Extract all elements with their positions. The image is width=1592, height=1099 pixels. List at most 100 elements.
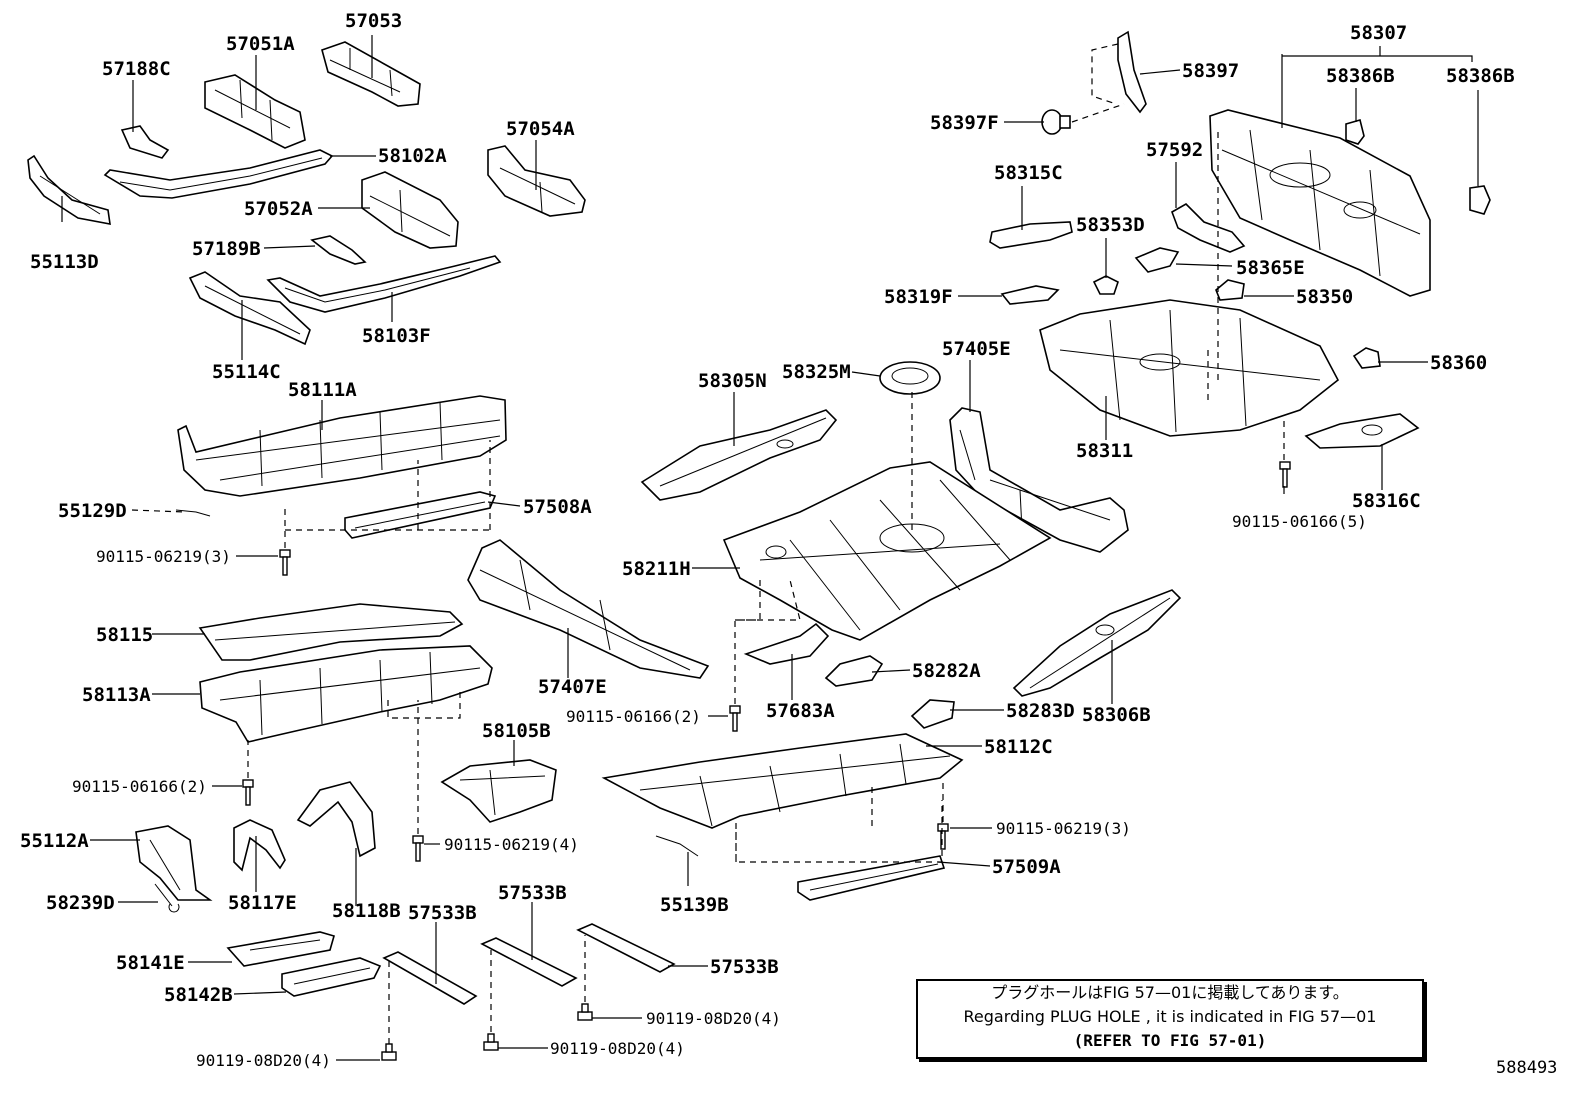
part-57533B-right [576,923,676,973]
fastener-label[interactable]: 90115-06166(2) [566,707,701,726]
label-58360[interactable]: 58360 [1430,352,1487,374]
part-55113D [27,154,111,225]
label-57683A[interactable]: 57683A [766,700,835,722]
part-58113A [199,645,493,743]
label-57052A[interactable]: 57052A [244,198,313,220]
label-58103F[interactable]: 58103F [362,325,431,347]
figure-number: 588493 [1496,1058,1558,1078]
part-57051A [204,74,306,149]
part-58305N [640,409,838,501]
label-58102A[interactable]: 58102A [378,145,447,167]
label-57533B-mid[interactable]: 57533B [498,882,567,904]
fastener-label[interactable]: 90115-06166(5) [1232,512,1367,531]
label-57533B-right[interactable]: 57533B [710,956,779,978]
part-58239D [154,883,180,913]
fastener-label[interactable]: 90119-08D20(4) [646,1009,781,1028]
bolt-icon [242,779,254,806]
label-58111A[interactable]: 58111A [288,379,357,401]
fastener-labels: 90115-06219(3) 90115-06166(2) 90115-0621… [72,512,1367,1070]
part-57189B [310,235,367,265]
label-58353D[interactable]: 58353D [1076,214,1145,236]
label-55114C[interactable]: 55114C [212,361,281,383]
part-57509A [797,855,946,901]
bolt-icon [1279,461,1291,488]
bolts [242,461,1291,1061]
label-57053[interactable]: 57053 [345,10,402,32]
label-57509A[interactable]: 57509A [992,856,1061,878]
label-58325M[interactable]: 58325M [782,361,851,383]
label-57405E[interactable]: 57405E [942,338,1011,360]
part-58282A [824,655,884,687]
part-57188C [120,125,170,159]
label-57189B[interactable]: 57189B [192,238,261,260]
label-57407E[interactable]: 57407E [538,676,607,698]
label-57051A[interactable]: 57051A [226,33,295,55]
fastener-label[interactable]: 90119-08D20(4) [550,1039,685,1058]
label-55139B[interactable]: 55139B [660,894,729,916]
label-58283D[interactable]: 58283D [1006,700,1075,722]
label-58350[interactable]: 58350 [1296,286,1353,308]
label-58315C[interactable]: 58315C [994,162,1063,184]
bolt-icon [412,835,424,862]
fastener-label[interactable]: 90119-08D20(4) [196,1051,331,1070]
label-58112C[interactable]: 58112C [984,736,1053,758]
label-57592[interactable]: 57592 [1146,139,1203,161]
label-58397F[interactable]: 58397F [930,112,999,134]
label-57054A[interactable]: 57054A [506,118,575,140]
leader-lines [61,35,1479,1061]
fastener-label[interactable]: 90115-06219(3) [996,819,1131,838]
label-58105B[interactable]: 58105B [482,720,551,742]
label-58211H[interactable]: 58211H [622,558,691,580]
part-58319F [1000,285,1060,305]
label-57188C[interactable]: 57188C [102,58,171,80]
label-57533B-left[interactable]: 57533B [408,902,477,924]
label-58306B[interactable]: 58306B [1082,704,1151,726]
label-58397[interactable]: 58397 [1182,60,1239,82]
label-58142B[interactable]: 58142B [164,984,233,1006]
part-55139B [655,835,699,857]
fastener-label[interactable]: 90115-06219(4) [444,835,579,854]
part-58353D [1092,275,1119,295]
part-57683A [743,622,830,665]
label-58319F[interactable]: 58319F [884,286,953,308]
part-58118B [296,781,376,858]
label-58141E[interactable]: 58141E [116,952,185,974]
label-55112A[interactable]: 55112A [20,830,89,852]
label-58311[interactable]: 58311 [1076,440,1133,462]
note-japanese: プラグホールはFIG 57—01に掲載してあります。 [991,983,1349,1002]
label-58239D[interactable]: 58239D [46,892,115,914]
label-58282A[interactable]: 58282A [912,660,981,682]
fastener-label[interactable]: 90115-06166(2) [72,777,207,796]
label-58115[interactable]: 58115 [96,624,153,646]
part-57407E [467,539,710,679]
part-58325M [879,361,941,395]
part-58386B-left [1345,119,1365,145]
parts [27,30,1491,1005]
part-58115 [198,603,464,661]
label-58305N[interactable]: 58305N [698,370,767,392]
label-58117E[interactable]: 58117E [228,892,297,914]
part-58397F [1041,109,1071,135]
label-55113D[interactable]: 55113D [30,251,99,273]
label-58118B[interactable]: 58118B [332,900,401,922]
bolt-icon [381,1043,397,1061]
part-58307 [1209,109,1431,297]
label-58386B-left[interactable]: 58386B [1326,65,1395,87]
fastener-label[interactable]: 90115-06219(3) [96,547,231,566]
part-58211H [722,461,1052,641]
part-57508A [344,491,497,539]
label-58316C[interactable]: 58316C [1352,490,1421,512]
label-57508A[interactable]: 57508A [523,496,592,518]
label-58113A[interactable]: 58113A [82,684,151,706]
label-58386B-right[interactable]: 58386B [1446,65,1515,87]
label-58365E[interactable]: 58365E [1236,257,1305,279]
part-55129D [175,509,211,517]
part-58117E [233,819,286,872]
label-55129D[interactable]: 55129D [58,500,127,522]
part-58111A [177,395,507,497]
part-58141E [226,931,335,967]
label-58307[interactable]: 58307 [1350,22,1407,44]
note-reference[interactable]: (REFER TO FIG 57-01) [1073,1031,1267,1050]
part-58112C [601,733,964,829]
